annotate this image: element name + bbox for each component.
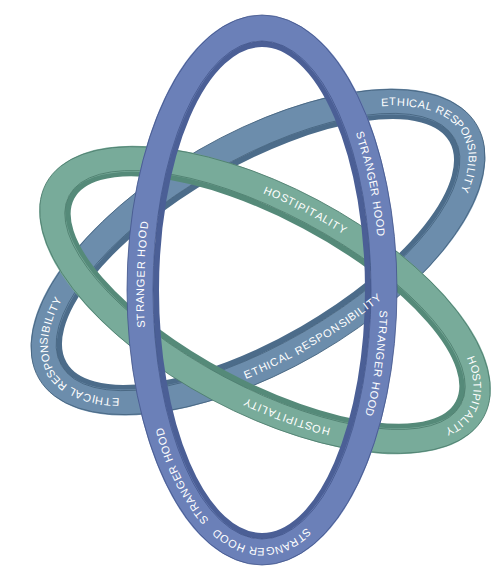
ring-letter: I <box>405 96 409 108</box>
ring-label: HOSTIPITALITY <box>261 184 349 236</box>
ring-letter: O <box>136 230 149 240</box>
ring-letter: R <box>248 545 258 558</box>
ring-letter: H <box>135 248 148 257</box>
ring-letter: O <box>372 209 385 219</box>
ring-letter: E <box>381 95 389 107</box>
ring-letter: G <box>374 351 387 361</box>
ring-letter: A <box>376 335 389 343</box>
ring-label: ETHICAL RESPONSIBILITY <box>37 294 122 410</box>
ring-letter: T <box>103 395 111 408</box>
ring-letter: R <box>134 261 146 269</box>
ring-letter: G <box>265 545 275 558</box>
ring-label: STRANGER HOOD <box>210 526 314 559</box>
ring-letter <box>135 257 147 261</box>
ring-label: ETHICAL RESPONSIBILITY <box>241 291 383 381</box>
ring-letter: N <box>134 288 146 296</box>
ring-letter: S <box>135 320 147 328</box>
ring-letter: R <box>376 326 389 335</box>
ring-letter: T <box>377 318 389 325</box>
ring-letter: H <box>371 200 384 210</box>
ring-letter: H <box>320 424 331 438</box>
ring-label: HOSTIPITALITY <box>240 396 332 438</box>
ring-letter: E <box>257 546 265 558</box>
ring-letter: H <box>94 394 104 407</box>
ring-label: STRANGER HOOD <box>363 307 391 419</box>
ring-letter: R <box>369 187 382 197</box>
ring-letter: T <box>389 95 396 107</box>
ring-letter: D <box>137 221 150 230</box>
ring-letter: N <box>37 345 49 354</box>
ring-letter: O <box>373 218 386 228</box>
ring-letter: A <box>134 296 146 304</box>
ring-letter: R <box>134 304 146 312</box>
ring-letter: S <box>470 373 483 382</box>
ring-letter: E <box>372 360 385 369</box>
ring-letter: B <box>466 156 478 164</box>
ring-letter: S <box>38 337 51 345</box>
ring-label: ETHICAL RESPONSIBILITY <box>378 94 480 195</box>
ring-letter: T <box>471 382 483 389</box>
ring-letter: N <box>375 343 388 352</box>
ring-letter: R <box>371 368 384 378</box>
ring-label: STRANGER HOOD <box>353 128 388 239</box>
ring-label: HOSTIPITALITY <box>442 353 484 438</box>
ring-letter: G <box>134 278 146 287</box>
ring-letter: I <box>472 389 484 393</box>
ring-letter: S <box>465 143 478 152</box>
ring-letter: S <box>377 310 389 318</box>
ring-letter: C <box>409 96 419 109</box>
ring-letter: O <box>136 239 149 249</box>
ring-letter: I <box>466 151 478 155</box>
ring-letter: E <box>111 396 119 408</box>
ring-letter: E <box>134 270 146 278</box>
ring-letter: D <box>375 227 388 236</box>
ring-letter: H <box>369 381 382 391</box>
ring-letter: H <box>397 95 406 107</box>
ring-letter: T <box>134 313 146 320</box>
ring-label: STRANGER HOOD <box>152 425 210 527</box>
ring-letter: D <box>363 407 377 418</box>
ring-label: STRANGER HOOD <box>133 218 151 331</box>
